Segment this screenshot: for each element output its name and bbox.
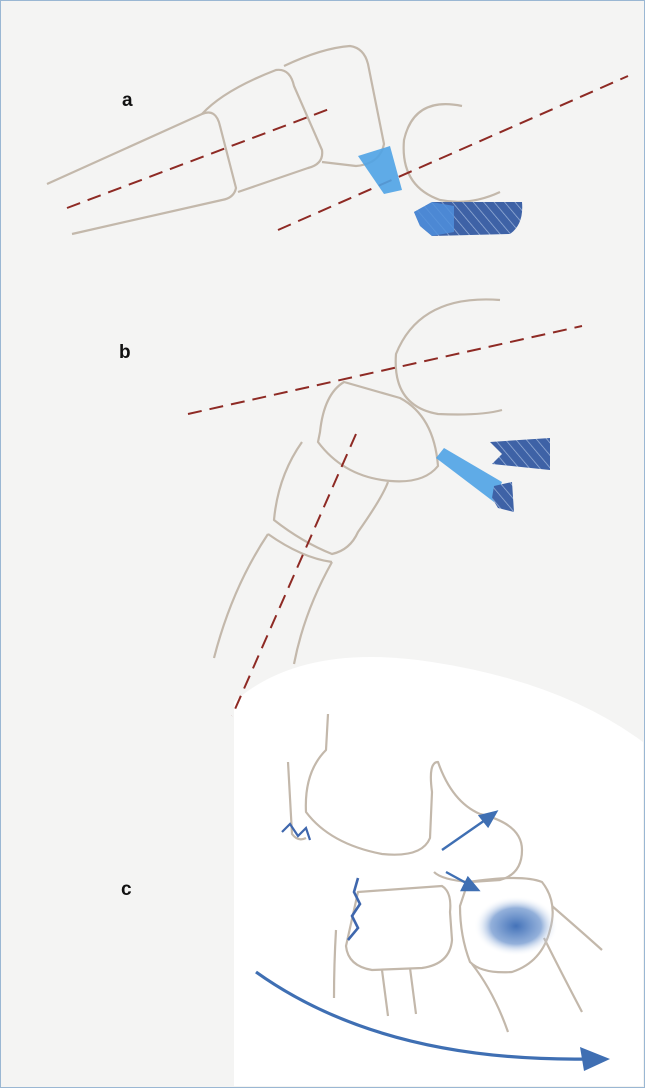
bone-edema-area [474, 896, 558, 956]
panel-a: a [47, 46, 628, 236]
tendon-b-upper [490, 438, 550, 470]
metatarsal-shaft [47, 113, 236, 235]
navicular-bone [284, 46, 384, 166]
metatarsal-shaft-b [214, 534, 332, 664]
hindfoot-axis-b [188, 326, 582, 414]
tendon-b-lower [492, 482, 514, 512]
tendon-a-frayed-end [414, 202, 454, 236]
panel-a-label: a [122, 90, 133, 111]
cuneiform-bone-b [274, 442, 388, 554]
panel-b-label: b [119, 342, 131, 363]
panel-b: b [119, 299, 582, 716]
ligament-b [436, 448, 502, 502]
navicular-bone-b [318, 382, 438, 481]
panel-c-background [234, 657, 643, 1086]
cuneiform-bone [202, 70, 322, 192]
panel-a-axes [67, 76, 628, 230]
talar-head-outline-b [396, 299, 502, 414]
ligament-a [358, 146, 402, 194]
talar-head-outline [404, 104, 500, 202]
panel-c-label: c [121, 879, 132, 900]
